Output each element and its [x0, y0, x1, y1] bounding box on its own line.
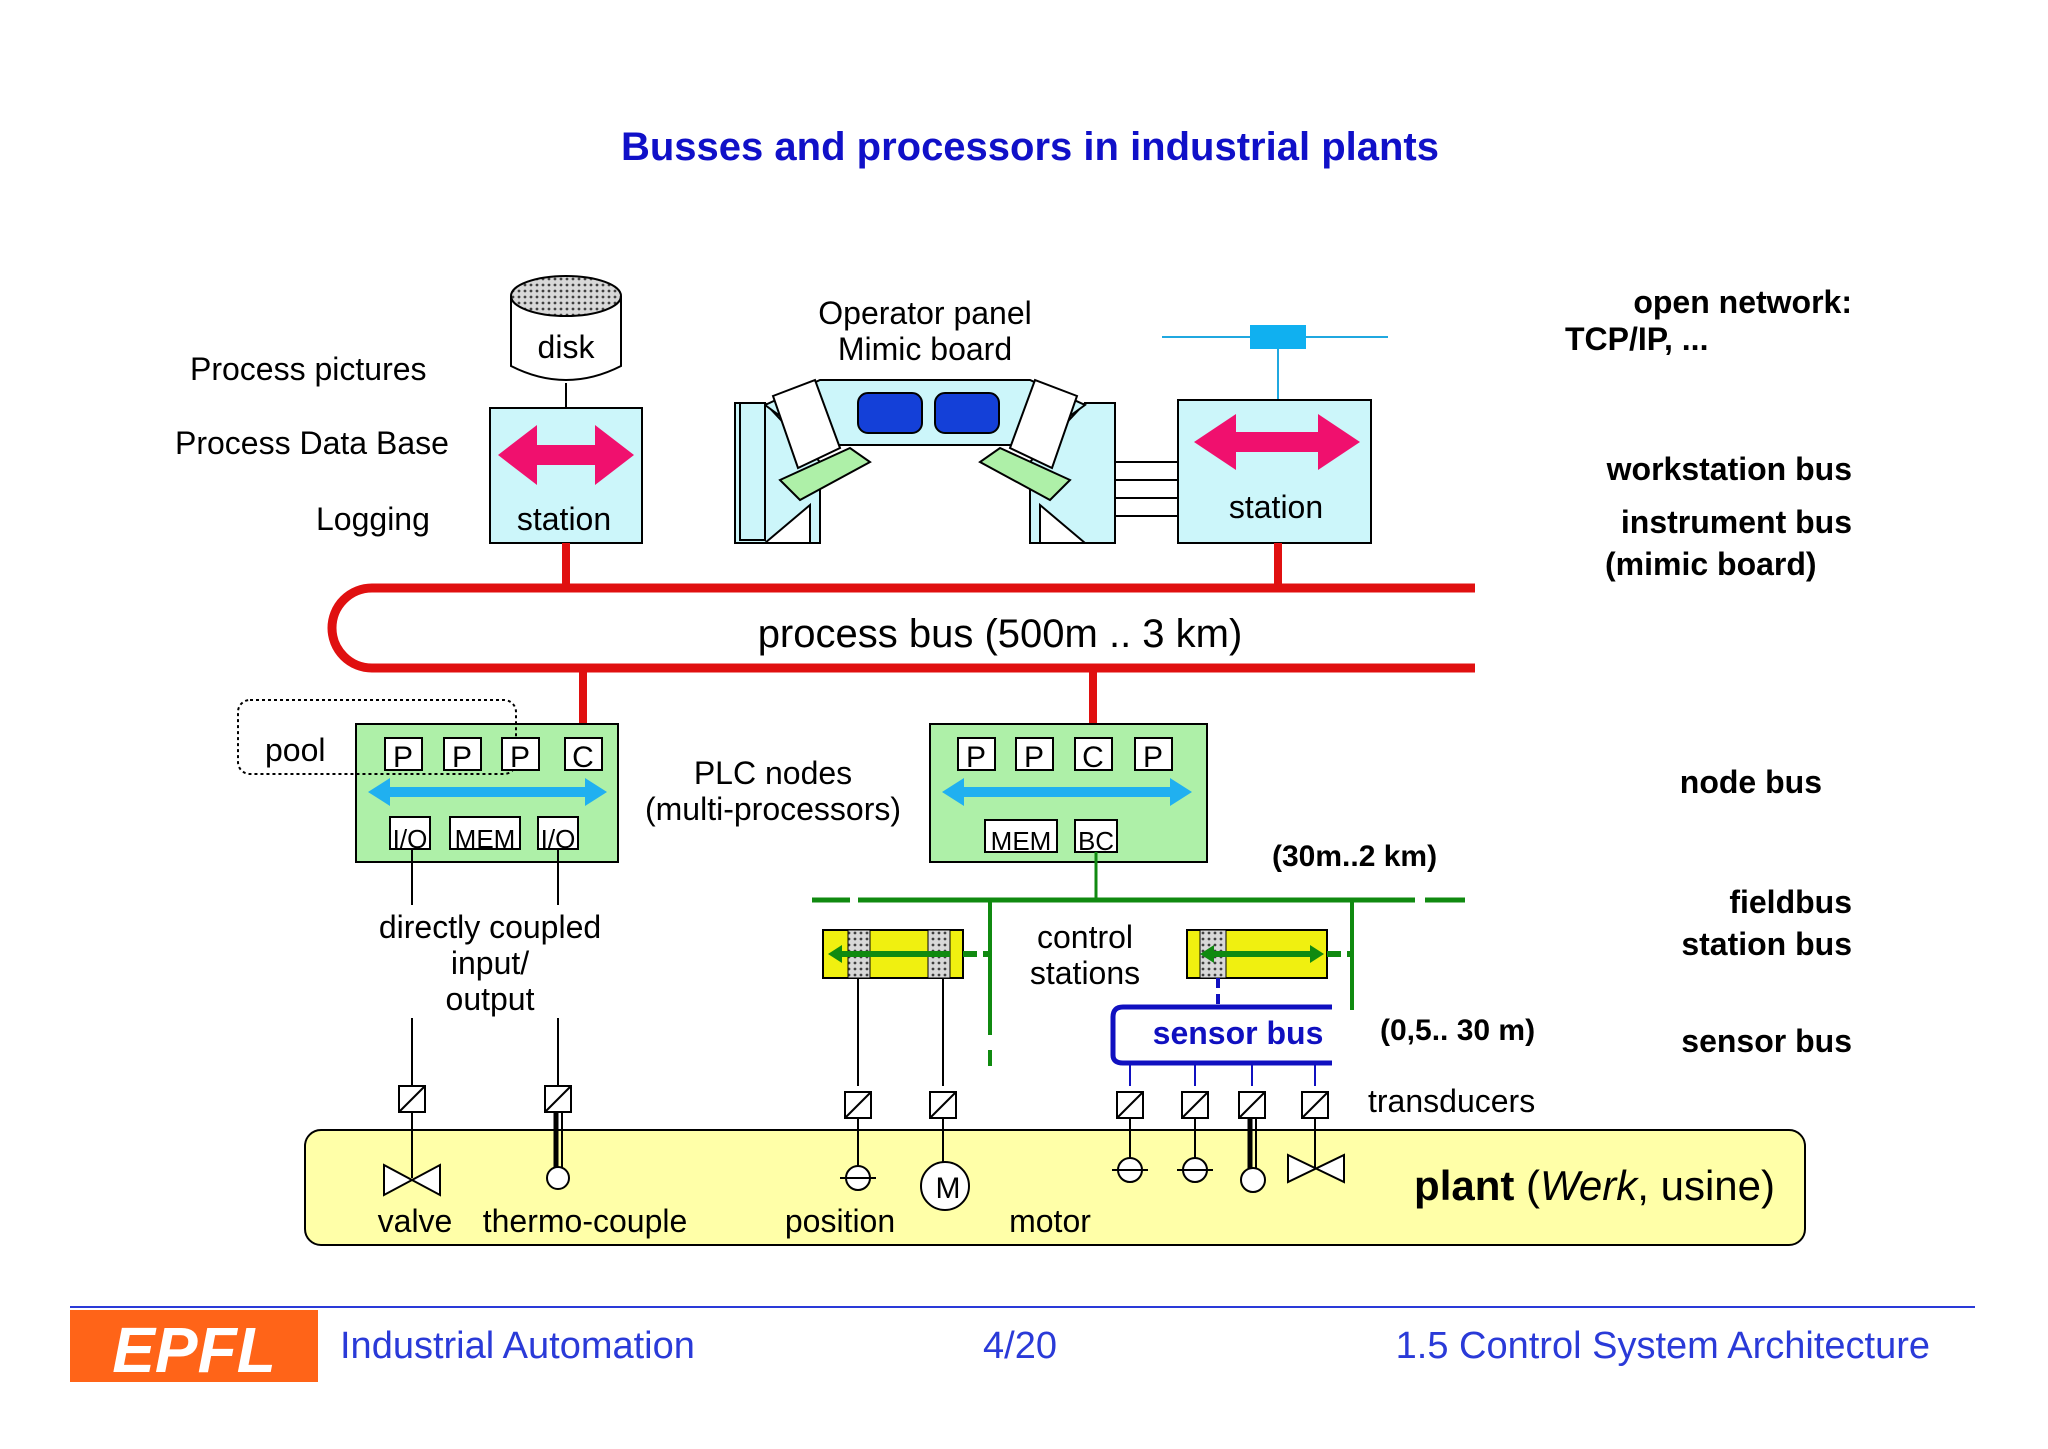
input-label: input/	[451, 945, 529, 981]
station-bus-label: station bus	[1681, 926, 1852, 962]
motor-icon	[920, 1161, 970, 1211]
valve-label: valve	[378, 1203, 453, 1239]
station-label-right: station	[1229, 489, 1323, 525]
workstation-bus-label: workstation bus	[1606, 451, 1852, 487]
plant-area	[304, 1129, 1806, 1246]
output-label: output	[446, 981, 535, 1017]
transducers-label: transducers	[1368, 1083, 1535, 1119]
distance-sensor-label: (0,5.. 30 m)	[1380, 1014, 1535, 1047]
node-bus-label: node bus	[1680, 764, 1822, 800]
left-processors: P P P C	[384, 737, 603, 774]
processor-label: P	[1024, 741, 1044, 774]
plant-label-rest: , usine)	[1637, 1162, 1775, 1209]
left-modules: I/O MEM I/O	[389, 816, 579, 854]
double-arrow-icon	[498, 425, 634, 485]
thermocouple-icon	[1240, 1167, 1266, 1193]
transducer-icons	[398, 1085, 1329, 1119]
thermocouple-icon	[546, 1166, 570, 1190]
logging-label: Logging	[316, 501, 430, 537]
plant-label-open: (	[1514, 1162, 1540, 1209]
open-network-label: open network:	[1633, 284, 1852, 320]
distance-node-label: (30m..2 km)	[1272, 840, 1437, 873]
plant-label-italic: Werk	[1540, 1162, 1639, 1209]
page-title: Busses and processors in industrial plan…	[621, 125, 1439, 169]
controller-label: C	[1082, 741, 1104, 774]
position-label: position	[785, 1203, 895, 1239]
process-data-base-label: Process Data Base	[175, 425, 449, 461]
plant-label: plant (Werk, usine)	[1414, 1162, 1775, 1209]
pool-outline	[237, 699, 517, 775]
fieldbus-label: fieldbus	[1729, 884, 1852, 920]
process-bus-label: process bus (500m .. 3 km)	[758, 612, 1243, 656]
internal-bus-arrow-icon	[368, 778, 607, 806]
processor-label: P	[1143, 741, 1163, 774]
plant-label-bold: plant	[1414, 1162, 1514, 1209]
sensor-bus-label: sensor bus	[1153, 1015, 1324, 1051]
station-box-right	[1177, 399, 1372, 544]
station-label-left: station	[517, 501, 611, 537]
motor-label: motor	[1009, 1203, 1091, 1239]
operator-panel-label: Operator panel	[818, 295, 1031, 331]
processor-label: P	[510, 741, 530, 774]
plc-nodes-sublabel: (multi-processors)	[645, 791, 901, 827]
station-bus-arrow-icon	[828, 945, 950, 963]
station-box-left	[489, 407, 643, 544]
right-modules: MEM BC	[984, 819, 1118, 856]
station-bus-arrow-icon	[1200, 945, 1324, 963]
internal-bus-arrow-icon	[942, 778, 1192, 806]
module-label: BC	[1078, 826, 1114, 856]
double-arrow-icon	[1194, 414, 1360, 470]
mimic-board-bus-label: (mimic board)	[1605, 546, 1817, 582]
motor-symbol: M	[936, 1172, 961, 1205]
processor-label: P	[393, 741, 413, 774]
footer-section: 1.5 Control System Architecture	[1396, 1325, 1930, 1367]
network-connector-icon	[1250, 325, 1306, 349]
processor-label: P	[452, 741, 472, 774]
controller-label: C	[572, 741, 594, 774]
processor-label: P	[966, 741, 986, 774]
right-processors: P P C P	[957, 737, 1173, 774]
epfl-logo-text: EPFL	[112, 1314, 276, 1386]
process-bus	[327, 583, 1475, 673]
pool-label: pool	[265, 732, 326, 768]
tcp-ip-label: TCP/IP, ...	[1565, 321, 1708, 357]
sensor-bus	[1110, 1004, 1332, 1066]
thermocouple-label: thermo-couple	[483, 1203, 688, 1239]
operator-console-icon	[734, 378, 1116, 544]
module-label: MEM	[991, 826, 1052, 856]
control-stations-sublabel: stations	[1030, 955, 1140, 991]
epfl-logo	[70, 1310, 318, 1382]
valve-icon	[383, 1163, 441, 1197]
disk-icon	[510, 275, 622, 381]
footer-course: Industrial Automation	[340, 1325, 695, 1367]
directly-coupled-label: directly coupled	[379, 909, 601, 945]
mimic-board-label-2: Mimic board	[838, 331, 1012, 367]
plc-nodes-label: PLC nodes	[694, 755, 852, 791]
disk-label: disk	[538, 329, 596, 365]
valve-icon	[1287, 1153, 1345, 1184]
footer-page: 4/20	[983, 1325, 1057, 1367]
module-label: MEM	[455, 824, 516, 854]
sensor-bus-right-label: sensor bus	[1681, 1023, 1852, 1059]
sensor-drops	[1129, 1063, 1316, 1086]
instrument-bus-label: instrument bus	[1621, 504, 1852, 540]
control-stations-label: control	[1037, 919, 1133, 955]
module-label: I/O	[393, 824, 428, 854]
process-pictures-label: Process pictures	[190, 351, 427, 387]
